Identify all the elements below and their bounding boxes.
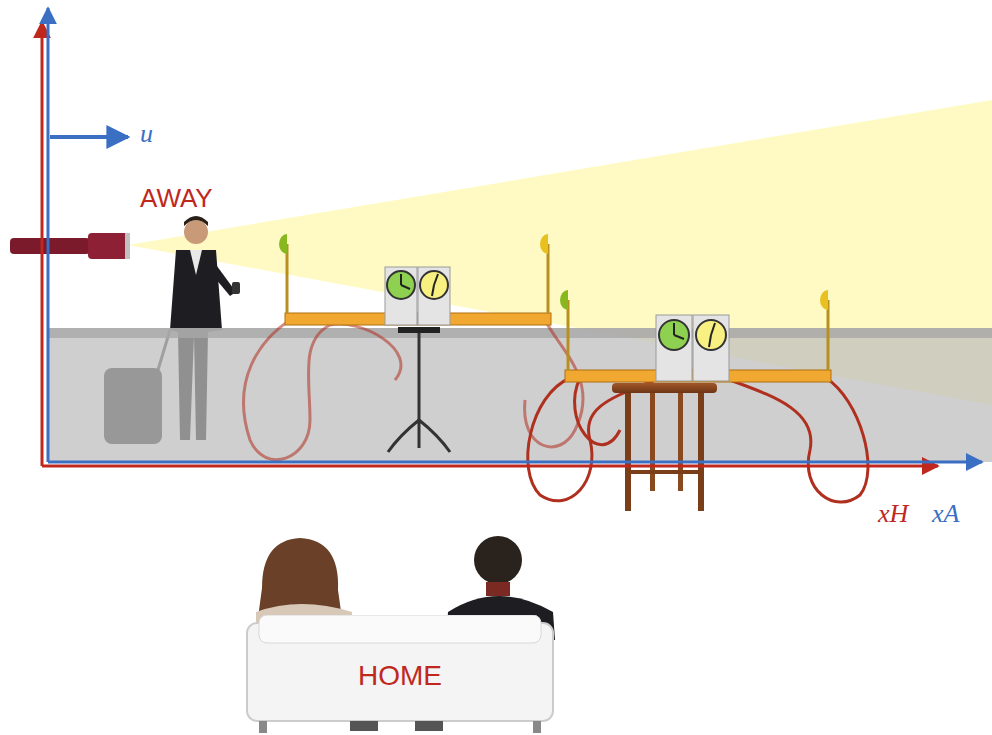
ruler-apparatus <box>560 290 831 382</box>
frame-label: AWAY <box>140 184 213 213</box>
axis-label: xH <box>878 500 908 529</box>
cables <box>244 320 584 460</box>
sofa: HOME <box>245 615 555 733</box>
flashlight <box>10 233 130 259</box>
stand <box>388 327 450 452</box>
floor <box>48 328 992 462</box>
axis-label: xA <box>932 500 959 529</box>
axis-label: u <box>140 120 153 149</box>
ruler-apparatus <box>279 234 551 325</box>
table <box>612 383 717 511</box>
sofa-label: HOME <box>245 660 555 692</box>
cables <box>528 378 868 502</box>
axes <box>42 8 982 466</box>
